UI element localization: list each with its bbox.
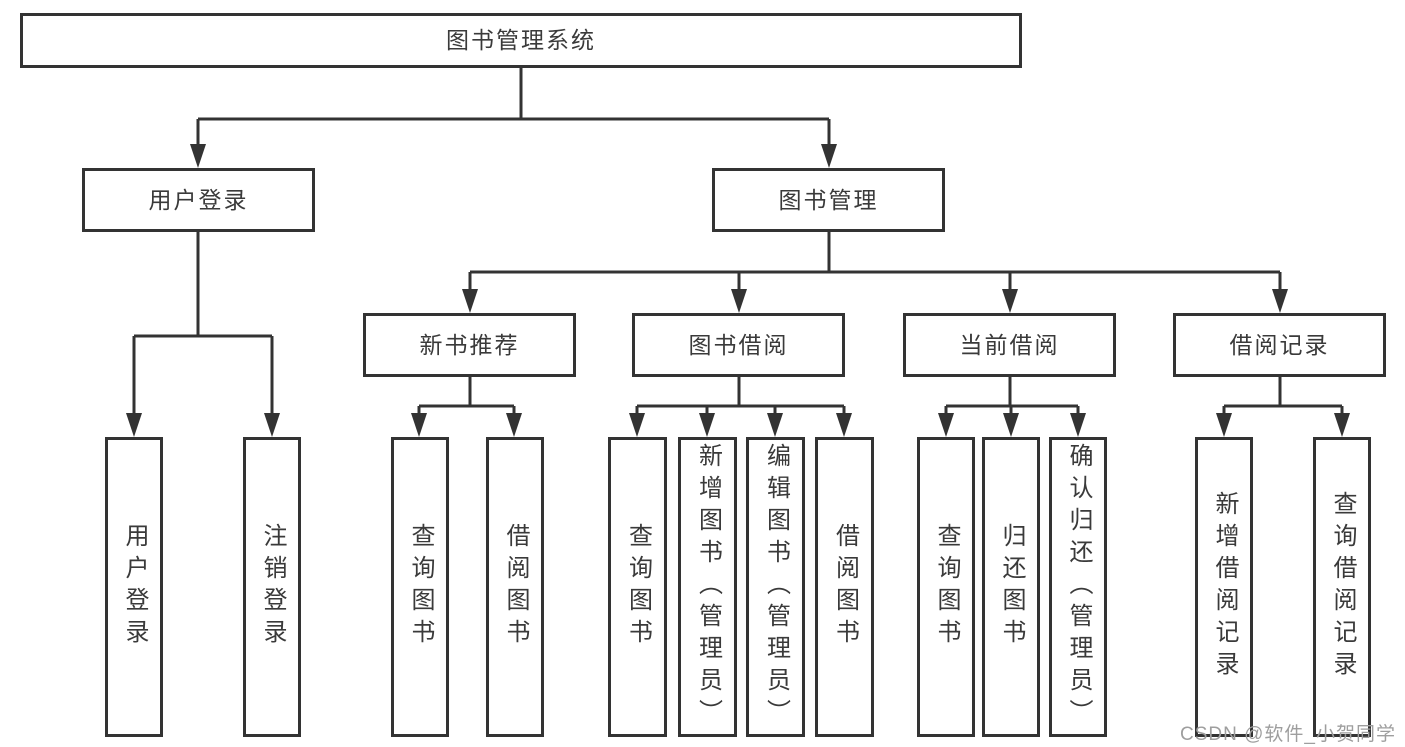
arrowhead <box>1216 413 1232 437</box>
csdn-watermark: CSDN @软件_小贺同学 <box>1180 724 1396 745</box>
node-book-management: 图书管理 <box>712 168 945 232</box>
connector-root-to-level2 <box>196 68 831 148</box>
node-label: 编辑图书（管理员） <box>762 443 790 731</box>
leaf-confirm-return-admin: 确认归还（管理员） <box>1049 437 1107 737</box>
node-label: 查询图书 <box>407 523 434 651</box>
arrowhead <box>629 413 645 437</box>
node-label: 查询借阅记录 <box>1329 491 1356 683</box>
leaf-user-login: 用户登录 <box>105 437 163 737</box>
arrowhead <box>1070 413 1086 437</box>
node-label: 归还图书 <box>998 523 1025 651</box>
arrowhead <box>1002 289 1018 313</box>
leaf-query-books-borrowing: 查询图书 <box>608 437 667 737</box>
arrowhead <box>506 413 522 437</box>
arrowhead <box>190 144 206 168</box>
arrowhead <box>731 289 747 313</box>
node-label: 新增图书（管理员） <box>694 443 722 731</box>
leaf-query-borrow-record: 查询借阅记录 <box>1313 437 1371 737</box>
node-label: 查询图书 <box>933 523 960 651</box>
leaf-borrow-books-borrowing: 借阅图书 <box>815 437 874 737</box>
node-borrowing-records: 借阅记录 <box>1173 313 1386 377</box>
node-library-management-system: 图书管理系统 <box>20 13 1022 68</box>
arrowhead <box>462 289 478 313</box>
arrowhead <box>699 413 715 437</box>
leaf-add-borrow-record: 新增借阅记录 <box>1195 437 1253 737</box>
leaf-return-books: 归还图书 <box>982 437 1040 737</box>
arrowhead <box>126 413 142 437</box>
node-label: 新增借阅记录 <box>1211 491 1238 683</box>
leaf-borrow-books-recommend: 借阅图书 <box>486 437 544 737</box>
node-label: 图书管理系统 <box>446 27 596 53</box>
arrowhead <box>938 413 954 437</box>
leaf-edit-book-admin: 编辑图书（管理员） <box>746 437 805 737</box>
connector-book-borrowing-children <box>635 377 846 416</box>
node-new-book-recommendation: 新书推荐 <box>363 313 576 377</box>
connector-current-borrowing-children <box>944 377 1080 416</box>
node-label: 借阅记录 <box>1229 331 1330 358</box>
node-label: 借阅图书 <box>502 523 529 651</box>
node-book-borrowing: 图书借阅 <box>632 313 845 377</box>
arrowhead <box>264 413 280 437</box>
arrowhead <box>821 144 837 168</box>
leaf-logout: 注销登录 <box>243 437 301 737</box>
leaf-add-book-admin: 新增图书（管理员） <box>678 437 737 737</box>
connector-book-management-children <box>468 232 1282 293</box>
node-current-borrowing: 当前借阅 <box>903 313 1116 377</box>
connector-borrowing-records-children <box>1222 377 1344 416</box>
node-user-login: 用户登录 <box>82 168 315 232</box>
arrowhead <box>836 413 852 437</box>
connector-new-book-children <box>417 377 516 416</box>
node-label: 当前借阅 <box>959 331 1060 358</box>
node-label: 用户登录 <box>121 523 148 651</box>
node-label: 图书管理 <box>778 186 879 213</box>
arrowhead <box>1334 413 1350 437</box>
arrowhead <box>411 413 427 437</box>
node-label: 借阅图书 <box>831 523 859 651</box>
node-label: 查询图书 <box>624 523 652 651</box>
arrowhead <box>1003 413 1019 437</box>
node-label: 图书借阅 <box>688 331 789 358</box>
node-label: 新书推荐 <box>419 331 520 358</box>
connector-user-login-children <box>132 232 274 416</box>
leaf-query-books-current: 查询图书 <box>917 437 975 737</box>
node-label: 注销登录 <box>259 523 286 651</box>
node-label: 用户登录 <box>148 186 249 213</box>
arrowhead <box>1272 289 1288 313</box>
leaf-query-books-recommend: 查询图书 <box>391 437 449 737</box>
node-label: 确认归还（管理员） <box>1065 443 1092 731</box>
arrowhead <box>767 413 783 437</box>
